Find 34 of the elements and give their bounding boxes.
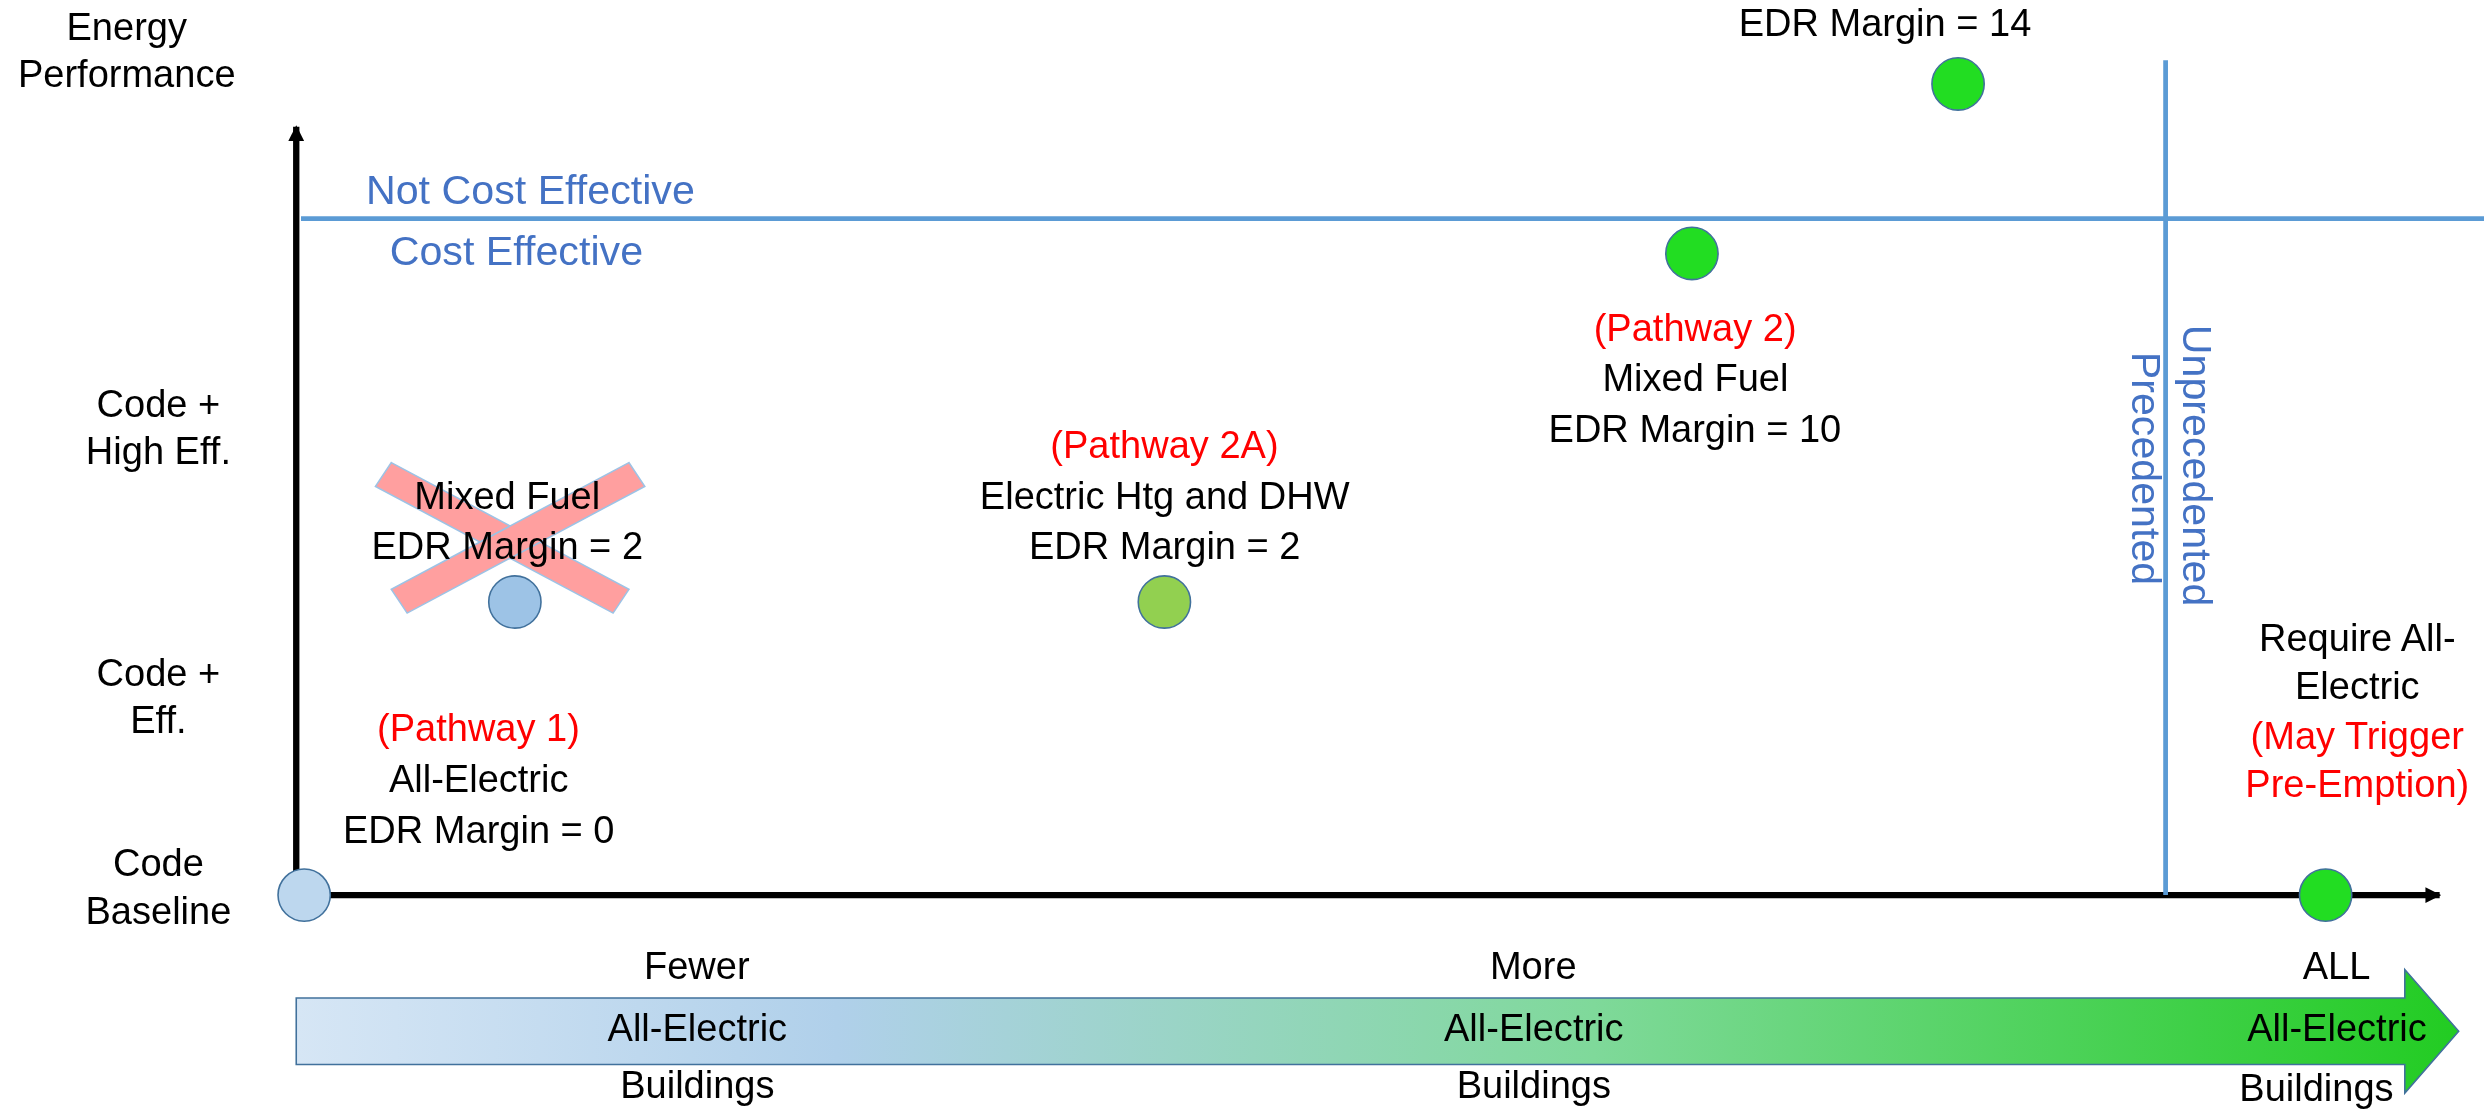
point-label: Mixed Fuel: [414, 472, 601, 519]
scale-label: More: [1489, 943, 1577, 989]
scale-label: All-Electric: [2247, 1004, 2427, 1051]
scale-label: Buildings: [620, 1062, 775, 1108]
pathway-label: (Pathway 2): [1593, 304, 1797, 351]
scale-label: All-Electric: [1444, 1004, 1624, 1051]
axis-tick-label: Code + High Eff.: [84, 380, 232, 475]
point-label: EDR Margin = 14: [1738, 0, 2032, 47]
point-label: Require All-Electric: [2258, 615, 2457, 709]
axis-tick-label: Code + Eff.: [95, 650, 222, 744]
pathway-label: (Pathway 2A): [1050, 422, 1279, 468]
point-label: EDR Margin = 2: [371, 523, 644, 570]
scale-label: Buildings: [1456, 1062, 1611, 1108]
point-label: All-Electric: [388, 756, 569, 802]
data-point-circle: [1931, 57, 1985, 111]
pathway-label: (Pathway 1): [377, 705, 580, 752]
axis-tick-label: Code Baseline: [84, 840, 233, 934]
pathway-label: (May Trigger Pre-Emption): [2244, 713, 2471, 807]
scale-label: Fewer: [644, 943, 750, 989]
scale-label: ALL: [2302, 943, 2371, 989]
scale-label: All-Electric: [607, 1004, 788, 1051]
zone-label: Not Cost Effective: [365, 166, 695, 214]
point-label: Mixed Fuel: [1602, 355, 1789, 402]
point-label: EDR Margin = 0: [343, 806, 615, 853]
axis-title: Energy Performance: [16, 3, 237, 98]
zone-label: Unprecedented: [2173, 324, 2222, 607]
zone-label: Cost Effective: [389, 226, 644, 275]
point-label: EDR Margin = 2: [1028, 523, 1301, 570]
data-point-circle: [487, 575, 542, 629]
point-label: EDR Margin = 10: [1548, 406, 1842, 452]
point-label: Electric Htg and DHW: [979, 472, 1350, 519]
data-point-circle: [277, 868, 332, 922]
scale-label: Buildings: [2239, 1065, 2394, 1110]
zone-label: Precedented: [2122, 351, 2171, 586]
